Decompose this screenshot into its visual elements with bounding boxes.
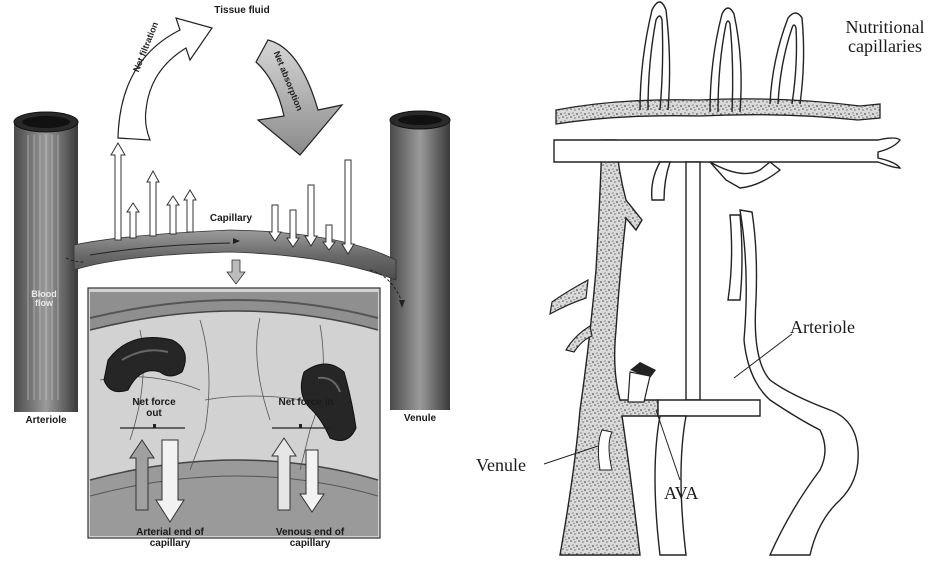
- left-diagram: [14, 18, 450, 538]
- arteriole-vessel: [14, 112, 78, 412]
- label-venous-end: Venous end of capillary: [266, 528, 354, 549]
- net-filtration-arrow: [118, 18, 212, 140]
- label-venule-right: Venule: [476, 456, 526, 475]
- label-tissue-fluid: Tissue fluid: [212, 6, 272, 17]
- filtration-arrows: [111, 143, 196, 240]
- right-diagram: [544, 2, 900, 555]
- label-arterial-end: Arterial end of capillary: [126, 528, 214, 549]
- label-blood-flow: Blood flow: [24, 290, 64, 309]
- ava-shunt: [628, 362, 656, 402]
- label-arteriole-right: Arteriole: [790, 318, 855, 337]
- zoom-pointer-arrow: [227, 260, 245, 284]
- label-net-force-in: Net force in: [276, 398, 336, 409]
- capillary-loops: [640, 2, 804, 112]
- label-venule-left: Venule: [390, 414, 450, 425]
- label-nutritional-capillaries: Nutritional capillaries: [830, 18, 940, 56]
- venule-stippled: [550, 140, 658, 555]
- venule-vessel: [390, 111, 450, 410]
- label-arteriole-left: Arteriole: [6, 416, 86, 427]
- label-net-force-out: Net force out: [124, 398, 184, 419]
- label-ava: AVA: [664, 484, 698, 503]
- label-capillary: Capillary: [204, 214, 258, 225]
